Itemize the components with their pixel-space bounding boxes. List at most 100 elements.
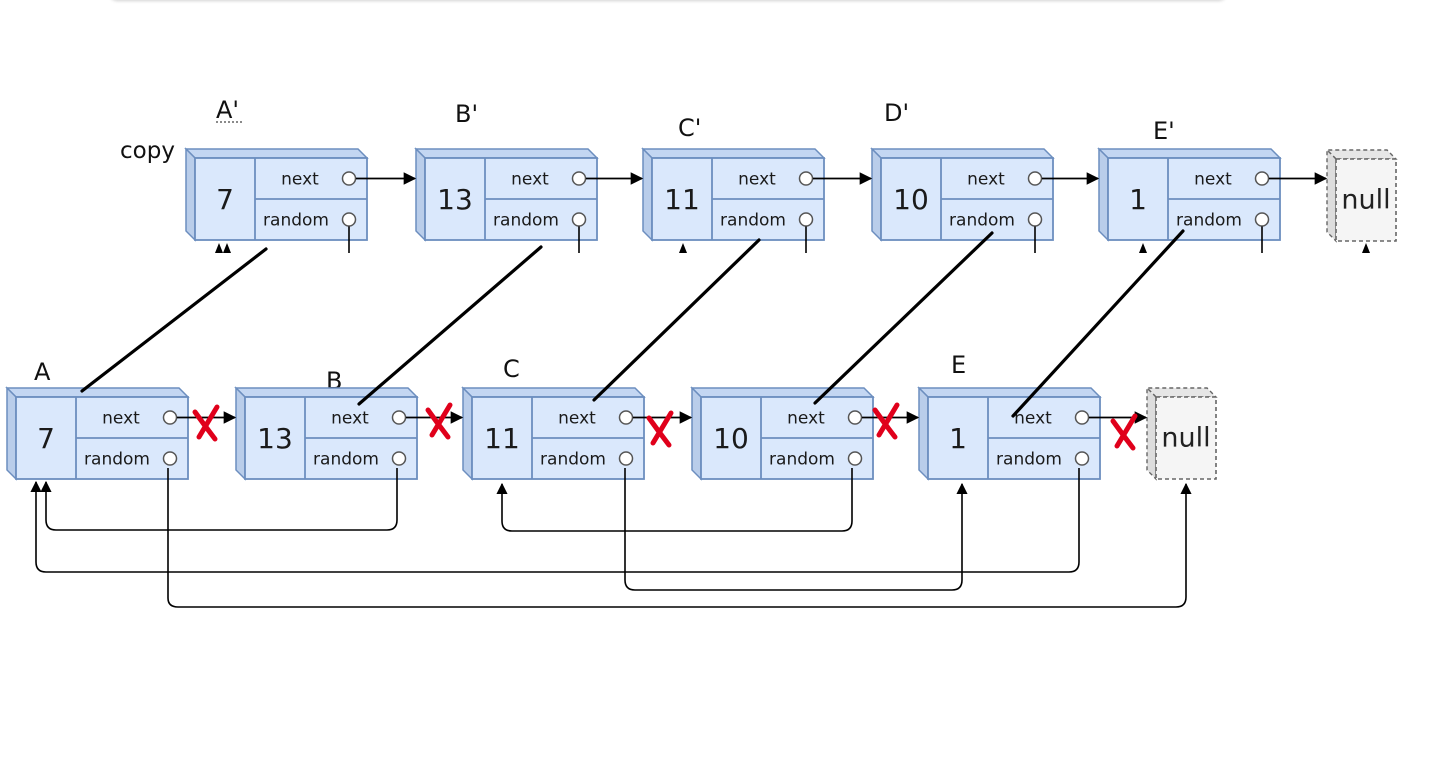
orig-2-node: 11 next random: [461, 386, 646, 481]
orig-0-next-pointer: [162, 410, 178, 425]
copy-3-node-value: 10: [893, 183, 929, 216]
orig-1-node-top-face: [234, 387, 419, 398]
orig-3-random-pointer: [847, 451, 863, 466]
copy-1-node-value: 13: [437, 183, 473, 216]
original-node-label-e: E: [951, 351, 966, 379]
orig-2-random-pointer: [618, 451, 634, 466]
copy-node-label-b: B': [455, 100, 478, 128]
orig-2-node-top-face: [461, 387, 646, 398]
copy-2-next-pointer: [798, 171, 814, 186]
original-node-label-c: C: [503, 355, 520, 383]
copy-null-label: null: [1341, 185, 1390, 216]
orig-0-random-label: random: [84, 450, 150, 470]
orig-0-node-side-face: [6, 386, 17, 481]
copy-incoming-tip-3: [1139, 243, 1147, 253]
copy-link-line-0: [80, 247, 268, 393]
copy-null-node: null: [1325, 148, 1398, 243]
random-pointer-curve-1: [30, 468, 1080, 573]
orig-2-next-label: next: [558, 409, 596, 429]
copy-3-next-pointer: [1027, 171, 1043, 186]
orig-1-random-pointer: [391, 451, 407, 466]
orig-2-node-value: 11: [484, 422, 520, 455]
orig-1-node-value: 13: [257, 422, 293, 455]
cut-mark-0: [192, 404, 220, 442]
random-pointer-curve-0: [40, 468, 398, 531]
cut-mark-1: [425, 402, 453, 440]
copy-node-label-a: A': [216, 96, 239, 124]
copy-0-random-label: random: [263, 211, 329, 231]
copy-node-label-e: E': [1153, 117, 1175, 145]
copy-2-node-side-face: [642, 147, 653, 242]
copy-0-node: 7 next random: [184, 147, 369, 242]
cut-mark-1-stroke-2: [429, 402, 453, 438]
orig-0-node-top-face: [5, 387, 190, 398]
cut-mark-0-stroke-2: [196, 404, 220, 440]
copy-4-next-pointer: [1254, 171, 1270, 186]
copy-0-next-label: next: [281, 170, 319, 190]
copy-3-node-side-face: [871, 147, 882, 242]
random-pointer-curve-4: [624, 468, 968, 591]
orig-4-node-side-face: [918, 386, 929, 481]
copy-4-node-side-face: [1098, 147, 1109, 242]
orig-2-random-label: random: [540, 450, 606, 470]
copy-0-node-side-face: [185, 147, 196, 242]
orig-3-random-label: random: [769, 450, 835, 470]
copy-1-node-top-face: [414, 148, 599, 159]
cut-mark-4: [1110, 413, 1138, 451]
copy-1-next-pointer: [571, 171, 587, 186]
copy-4-node-top-face: [1097, 148, 1282, 159]
copy-incoming-tip-1: [223, 243, 231, 253]
copy-2-node-top-face: [641, 148, 826, 159]
copy-link-line-1: [357, 245, 543, 406]
orig-null-node: null: [1145, 386, 1218, 481]
copy-2-random-pointer: [798, 212, 814, 227]
copy-incoming-tip-2: [679, 243, 687, 253]
orig-1-next-label: next: [331, 409, 369, 429]
copy-null-top: [1325, 149, 1398, 160]
copy-2-random-label: random: [720, 211, 786, 231]
copy-2-node-value: 11: [664, 183, 700, 216]
copy-incoming-tip-0: [215, 243, 223, 253]
copy-2-next-label: next: [738, 170, 776, 190]
random-pointer-curve-2: [167, 468, 1192, 608]
copy-node-label-d: D': [884, 99, 909, 127]
orig-3-node-side-face: [691, 386, 702, 481]
orig-0-random-pointer: [162, 451, 178, 466]
copy-label: copy: [120, 138, 175, 164]
orig-3-node-top-face: [690, 387, 875, 398]
copy-link-line-3: [813, 231, 994, 405]
orig-1-next-pointer: [391, 410, 407, 425]
orig-4-random-pointer: [1074, 451, 1090, 466]
copy-link-line-4: [1011, 229, 1185, 418]
copy-2-node: 11 next random: [641, 147, 826, 242]
cut-mark-2: [646, 410, 674, 448]
random-pointer-curve-3: [496, 468, 853, 532]
copy-1-next-label: next: [511, 170, 549, 190]
copy-null-front: [1335, 158, 1397, 242]
cut-mark-4-stroke-2: [1114, 413, 1138, 449]
copy-3-node-top-face: [870, 148, 1055, 159]
orig-null-front: [1155, 396, 1217, 480]
copy-incoming-tip-4: [1362, 243, 1370, 253]
copy-1-random-label: random: [493, 211, 559, 231]
orig-null-side: [1146, 386, 1157, 481]
orig-2-next-pointer: [618, 410, 634, 425]
copy-4-random-pointer: [1254, 212, 1270, 227]
orig-4-node-value: 1: [949, 422, 967, 455]
copy-0-node-value: 7: [216, 183, 234, 216]
copy-4-node-value: 1: [1129, 183, 1147, 216]
orig-null-label: null: [1161, 423, 1210, 454]
copy-link-line-2: [592, 238, 761, 402]
orig-1-node-side-face: [235, 386, 246, 481]
copy-4-random-label: random: [1176, 211, 1242, 231]
copy-node-label-c: C': [678, 114, 701, 142]
orig-3-next-label: next: [787, 409, 825, 429]
orig-null-top: [1145, 387, 1218, 398]
original-node-label-a: A: [34, 358, 51, 386]
copy-3-next-label: next: [967, 170, 1005, 190]
